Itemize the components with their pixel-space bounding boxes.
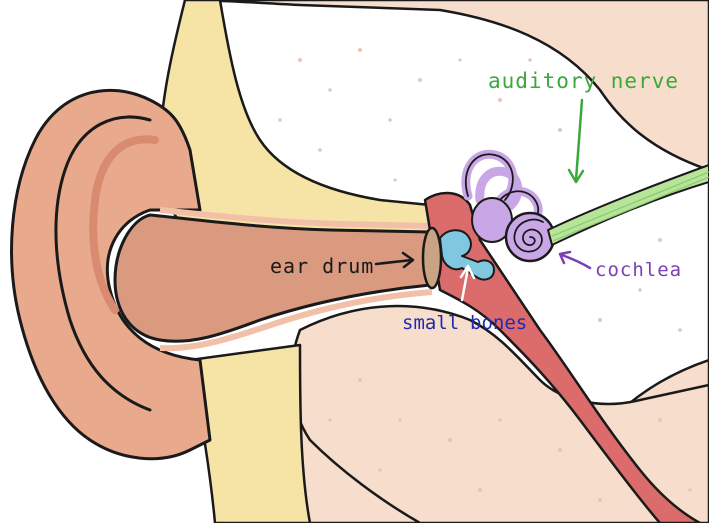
auditory-nerve-arrow	[569, 100, 583, 182]
small-bones-label-line2: bones	[470, 312, 527, 334]
ear-drum	[423, 228, 441, 288]
ear-drum-label: ear drum	[270, 254, 374, 278]
cochlea-arrow	[560, 252, 590, 268]
cochlea-label: cochlea	[595, 259, 682, 281]
auditory-nerve-label: auditory nerve	[488, 69, 679, 93]
small-bones-label-line1: small	[402, 312, 459, 334]
